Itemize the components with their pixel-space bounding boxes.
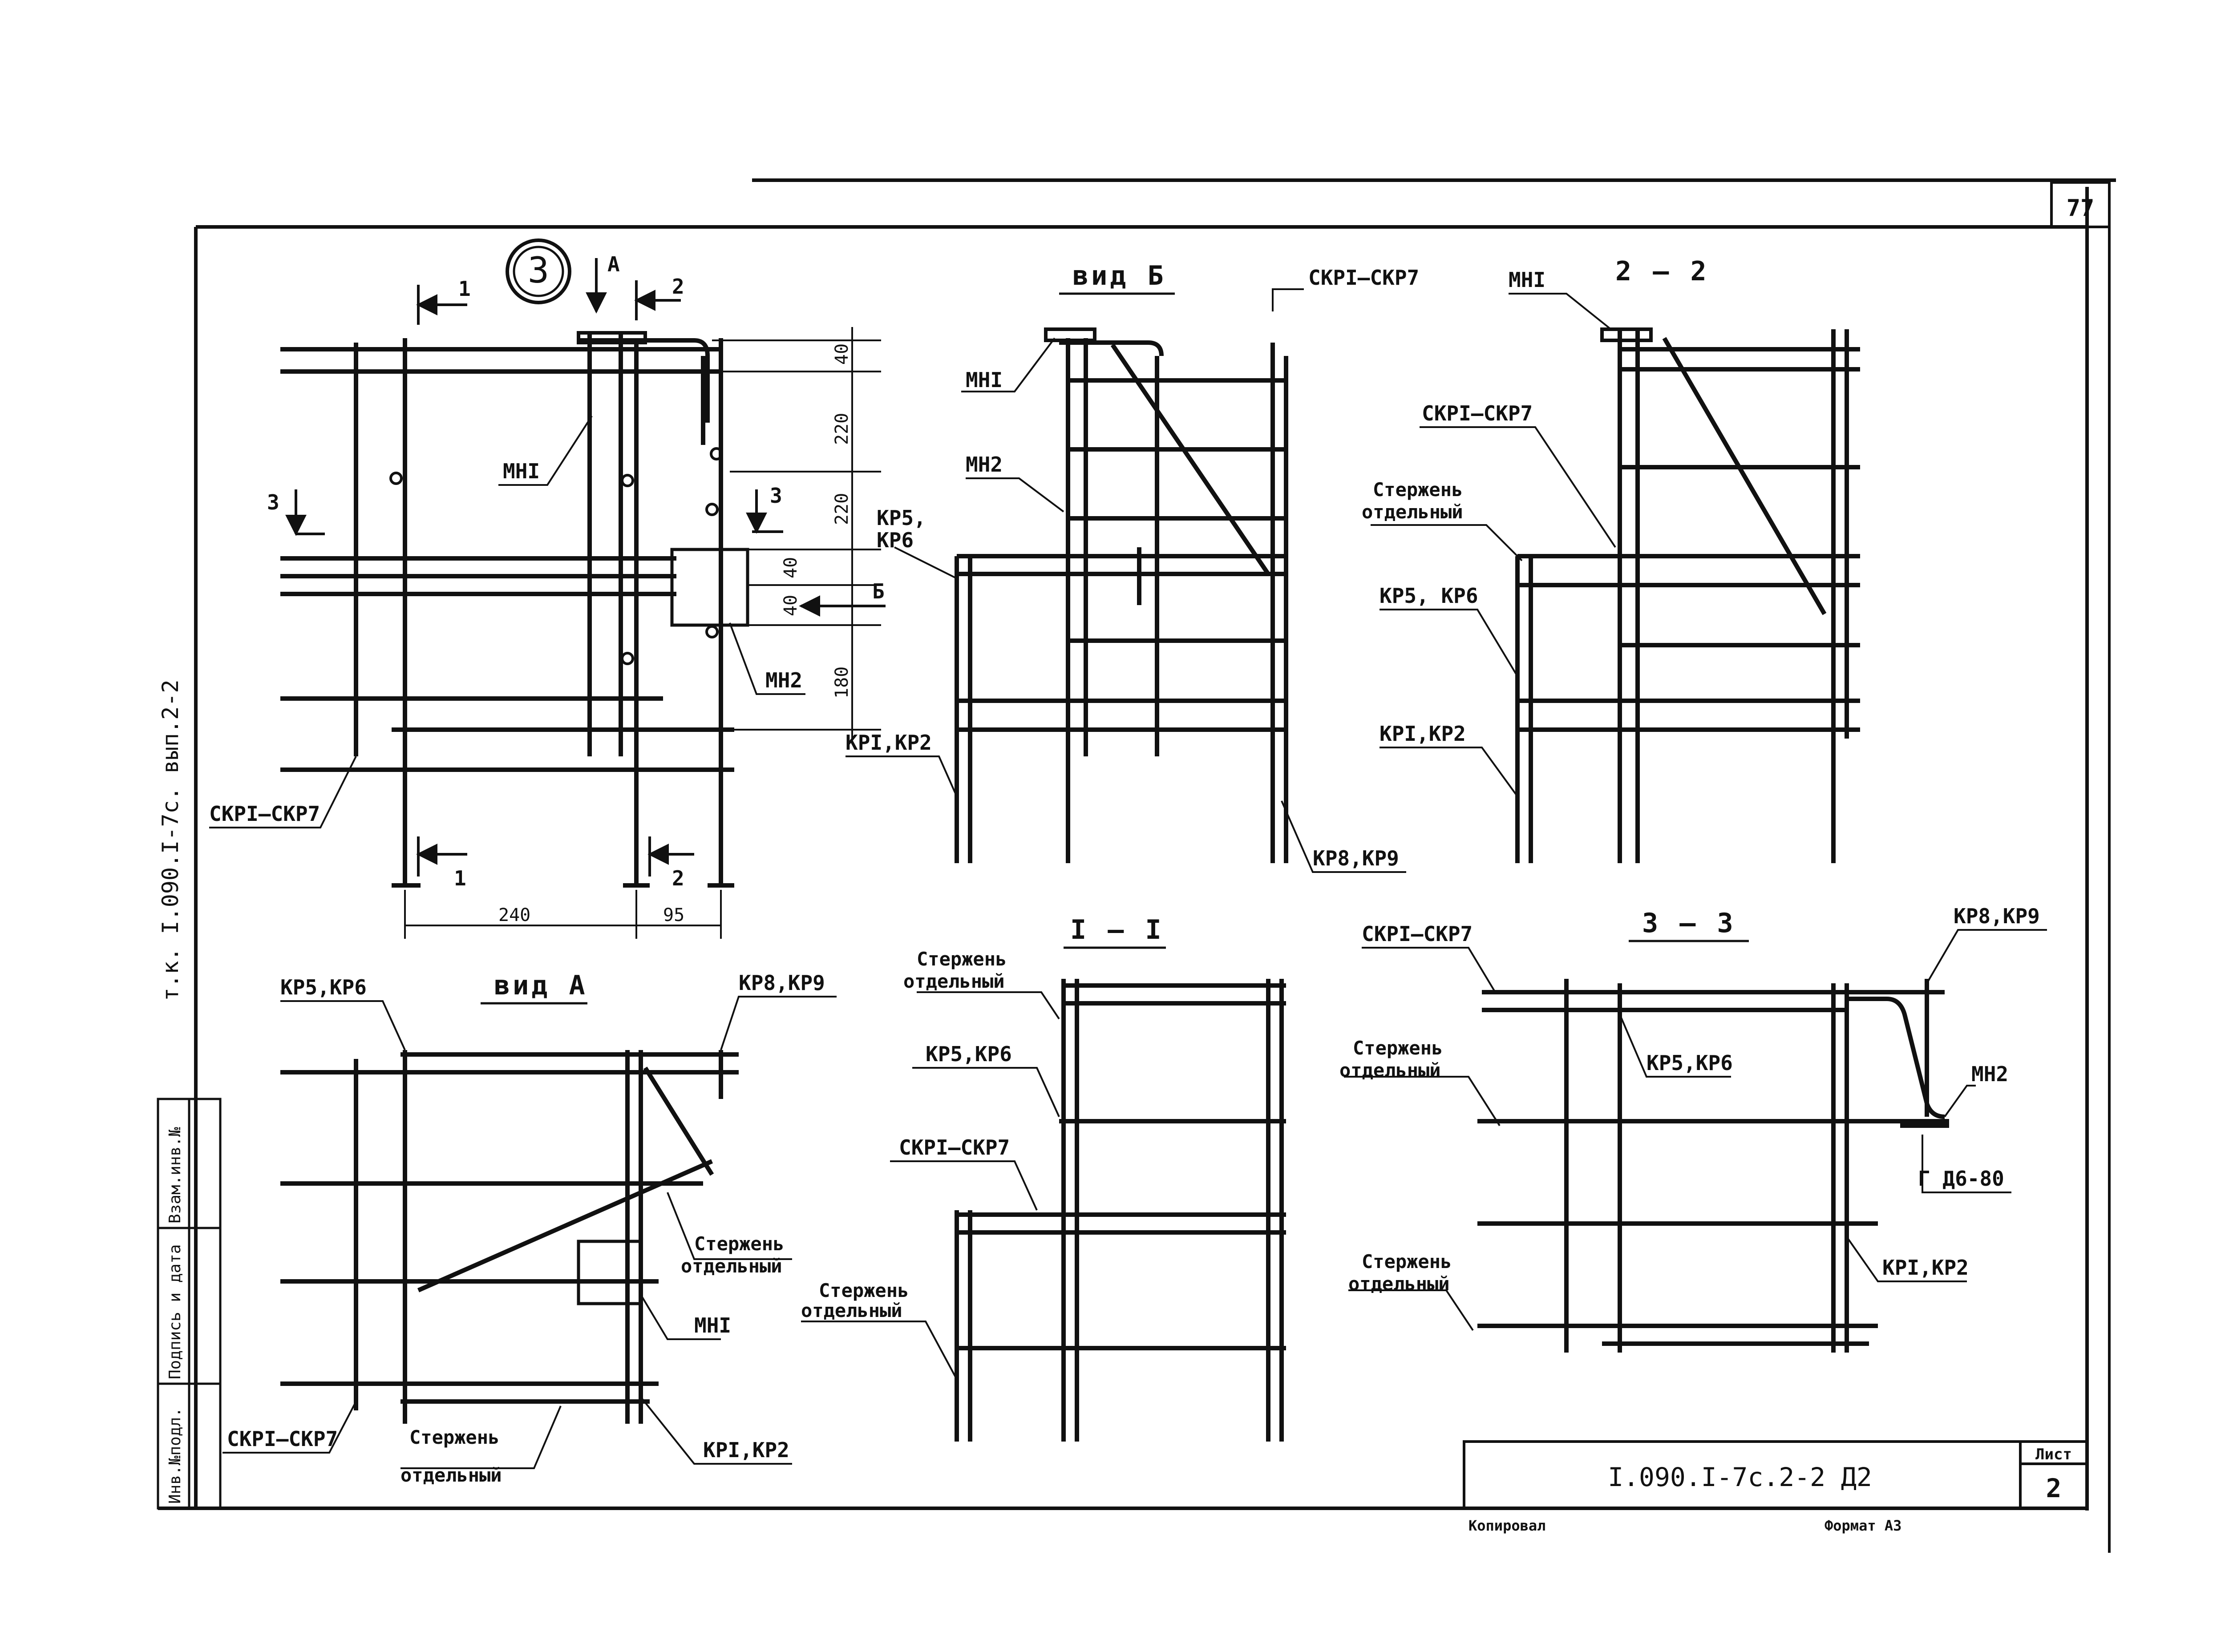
label-kr12-view-a: КРI,КР2 [703,1438,789,1462]
label-skr-node3: СКРI–СКР7 [209,802,320,826]
dim-40-top: 40 [832,343,852,365]
title-section-3-3: 3 — 3 [1642,908,1736,939]
section-mark-2-bottom: 2 [672,866,684,890]
section-3-3-frame [1477,979,1949,1353]
label-kr56-section-3-3: КР5,КР6 [1646,1051,1733,1075]
label-mn2-node3: МН2 [765,668,802,692]
label-mn2-view-b: МН2 [966,452,1003,477]
label-rod-section-3-3-d: отдельный [1348,1273,1450,1295]
label-skr-view-a: СКРI–СКР7 [227,1427,338,1451]
label-kr56-view-a: КР5,КР6 [280,975,367,999]
label-rod-section-1-1-d: отдельный [801,1300,902,1321]
sheet-label: Лист [2035,1446,2072,1463]
section-mark-a: А [607,252,620,276]
label-rod-section-2-2-b: отдельный [1362,501,1463,523]
section-2-2-frame [1515,327,1860,863]
label-kr6-view-b: КР6 [877,528,914,552]
title-section-2-2: 2 — 2 [1615,256,1709,287]
stamp-cell-vzam: Взам.инв.№ [166,1127,184,1224]
section-mark-3-left: 3 [267,490,279,514]
leaders-view-a [222,996,837,1469]
label-gd-section-3-3: Г Д6-80 [1918,1167,2004,1191]
node-marker-circle [506,238,571,304]
dimension-chain-vertical [712,327,881,739]
label-skr-view-b: СКРI–СКР7 [1308,266,1419,290]
label-skr-section-1-1: СКРI–СКР7 [899,1135,1010,1159]
label-mn1-node3: МНI [503,459,540,483]
label-rod-section-3-3-a: Стержень [1353,1037,1443,1059]
label-skr-section-3-3: СКРI–СКР7 [1362,922,1473,946]
sheet-frame [158,178,2116,1553]
label-rod-section-3-3-b: отдельный [1339,1059,1441,1081]
label-rod-view-a-a: Стержень [694,1233,784,1255]
view-a-frame [280,1050,739,1424]
label-kr5-view-b: КР5, [877,506,926,530]
leaders-node-3 [209,415,805,828]
leaders-view-b [846,288,1406,873]
dim-240: 240 [498,905,530,925]
label-kr12-section-3-3: КРI,КР2 [1882,1256,1969,1280]
node-3-plan [280,331,749,888]
section-1-1-frame [955,979,1286,1442]
format-label: Формат А3 [1824,1517,1901,1534]
label-mn1-view-b: МНI [966,368,1003,392]
label-kr56-section-2-2: КР5, КР6 [1380,584,1478,608]
leaders-section-2-2 [1371,293,1616,797]
label-rod-view-a-d: отдельный [400,1464,502,1486]
dimension-chain-horizontal [404,890,722,939]
dim-180: 180 [832,666,852,699]
label-skr-section-2-2: СКРI–СКР7 [1422,401,1533,425]
label-kr56-section-1-1: КР5,КР6 [926,1042,1012,1066]
label-mn2-section-3-3: МН2 [1971,1062,2008,1086]
copied-label: Копировал [1468,1517,1545,1534]
label-mn1-view-a: МНI [694,1313,731,1337]
section-mark-b: Б [872,579,885,603]
label-kr89-section-3-3: КР8,КР9 [1954,904,2040,928]
doc-code: I.090.I-7с.2-2 Д2 [1608,1462,1872,1492]
page-number: 77 [2067,195,2095,222]
section-mark-1-top: 1 [458,277,471,301]
section-mark-3-right: 3 [770,484,782,508]
title-block [1463,1440,2088,1510]
label-rod-section-1-1-a: Стержень [917,948,1007,970]
dim-220-a: 220 [832,413,852,445]
side-code: т.к. I.090.I-7с. вып.2-2 [158,680,183,1001]
dim-220-b: 220 [832,493,852,525]
label-kr89-view-b: КР8,КР9 [1313,846,1399,870]
label-kr89-view-a: КР8,КР9 [739,971,825,995]
title-view-a: вид А [494,970,588,1001]
node-3-dots [389,447,723,665]
title-view-b: вид Б [1072,260,1166,291]
label-kr12-section-2-2: КРI,КР2 [1380,722,1466,746]
leaders-section-3-3 [1344,929,2047,1331]
sheet-value: 2 [2046,1473,2062,1503]
dim-95: 95 [663,905,684,925]
label-rod-section-3-3-c: Стержень [1362,1251,1452,1272]
section-mark-1-bottom: 1 [454,866,466,890]
label-kr12-view-b: КРI,КР2 [846,731,932,755]
title-section-1-1: I — I [1070,914,1164,945]
view-b-frame [955,327,1288,863]
dim-40-mid: 40 [781,557,801,578]
section-mark-2-top: 2 [672,275,684,299]
label-rod-section-1-1-b: отдельный [903,970,1005,992]
label-mn1-section-2-2: МНI [1509,268,1545,292]
leaders-section-1-1 [801,991,1060,1380]
label-rod-view-a-c: Стержень [409,1426,499,1448]
dim-40-low: 40 [781,595,801,616]
label-rod-view-a-b: отдельный [681,1255,782,1277]
stamp-cell-inv-podl: Инв.№подл. [166,1407,184,1504]
node-marker: 3 [528,250,549,291]
section-arrows-node-3 [285,258,886,876]
stamp-cell-sign-date: Подпись и дата [166,1244,184,1379]
label-rod-section-2-2-a: Стержень [1373,479,1463,501]
stamp-column [157,1098,222,1510]
label-rod-section-1-1-c: Стержень [819,1280,909,1301]
